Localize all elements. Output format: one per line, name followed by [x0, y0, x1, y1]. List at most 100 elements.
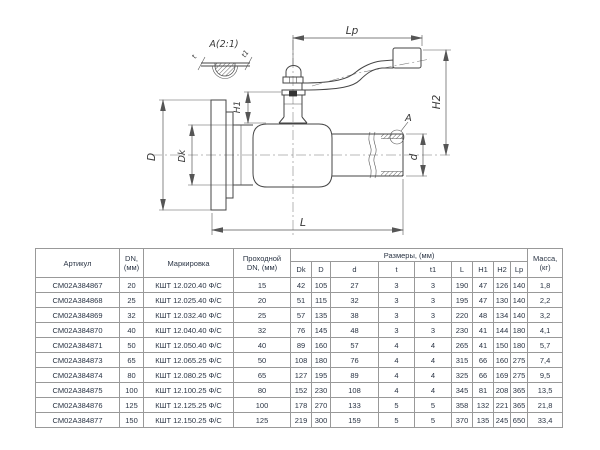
table-cell: 3 [378, 322, 415, 338]
table-cell: КШТ 12.025.40 Ф/С [143, 292, 234, 308]
table-cell: 57 [330, 337, 379, 353]
table-cell: 80 [119, 367, 144, 383]
detail-view-title: A(2:1) [208, 39, 238, 50]
col-header-dk: Dk [290, 261, 312, 278]
section-callout-a: A [389, 113, 412, 145]
table-cell: 195 [451, 292, 473, 308]
table-cell: 221 [493, 397, 511, 413]
table-cell: КШТ 12.040.40 Ф/С [143, 322, 234, 338]
table-cell: 108 [330, 382, 379, 398]
col-header-dn: DN, (мм) [119, 248, 144, 278]
table-cell: 5 [378, 397, 415, 413]
dimension-l: L [211, 179, 404, 235]
table-cell: КШТ 12.065.25 Ф/С [143, 352, 234, 368]
table-cell: 230 [311, 382, 331, 398]
table-cell: 20 [119, 277, 144, 293]
table-cell: КШТ 12.150.25 Ф/С [143, 412, 234, 428]
table-cell: 178 [290, 397, 312, 413]
table-cell: 15 [233, 277, 291, 293]
table-cell: 270 [311, 397, 331, 413]
table-cell: 4,1 [527, 322, 564, 338]
table-cell: 144 [493, 322, 511, 338]
table-cell: 40 [233, 337, 291, 353]
table-cell: 81 [472, 382, 494, 398]
table-cell: 365 [509, 397, 529, 413]
pipe-break-line [368, 131, 372, 179]
table-cell: 89 [330, 367, 379, 383]
table-cell: 51 [290, 292, 312, 308]
table-cell: КШТ 12.100.25 Ф/С [143, 382, 234, 398]
col-header-t1: t1 [414, 261, 452, 278]
table-cell: 145 [311, 322, 331, 338]
col-header-h1: H1 [472, 261, 494, 278]
t-dim-label: t [190, 53, 198, 60]
table-cell: 7,4 [527, 352, 564, 368]
col-header-t: t [378, 261, 415, 278]
valve-body [252, 123, 333, 188]
dimension-d-flange: D [146, 99, 211, 211]
table-cell: CM02A384868 [35, 292, 120, 308]
table-cell: CM02A384871 [35, 337, 120, 353]
table-cell: 4 [378, 382, 415, 398]
h1-dim-label: H1 [233, 101, 243, 114]
col-header-d-big: D [311, 261, 331, 278]
table-cell: 27 [330, 277, 379, 293]
table-cell: 208 [493, 382, 511, 398]
table-cell: 32 [119, 307, 144, 323]
table-cell: 127 [290, 367, 312, 383]
dimension-h2: H2 [423, 49, 451, 156]
table-cell: 365 [509, 382, 529, 398]
table-cell: 76 [330, 352, 379, 368]
table-cell: 315 [451, 352, 473, 368]
dimension-dk: Dk [177, 124, 236, 186]
table-cell: 66 [472, 367, 494, 383]
handle-grip [392, 47, 422, 69]
table-cell: 41 [472, 337, 494, 353]
table-cell: 132 [472, 397, 494, 413]
table-cell: CM02A384874 [35, 367, 120, 383]
table-cell: 130 [493, 292, 511, 308]
table-cell: 5 [414, 412, 452, 428]
table-cell: 80 [233, 382, 291, 398]
col-header-l: L [451, 261, 473, 278]
table-cell: 4 [378, 337, 415, 353]
col-header-marking: Маркировка [143, 248, 234, 278]
table-cell: 40 [119, 322, 144, 338]
dimension-d-pipe: d [406, 133, 427, 177]
table-cell: 108 [290, 352, 312, 368]
table-cell: 650 [509, 412, 529, 428]
table-cell: 47 [472, 277, 494, 293]
specification-table: Артикул DN, (мм) Маркировка Проходной DN… [35, 248, 564, 428]
col-header-d-small: d [330, 261, 379, 278]
valve-technical-drawing: Lp H2 H1 D Dk d [146, 25, 452, 238]
table-cell: 3 [378, 277, 415, 293]
table-cell: 300 [311, 412, 331, 428]
lp-dim-label: Lp [346, 25, 359, 37]
table-cell: 4 [414, 337, 452, 353]
table-cell: 150 [493, 337, 511, 353]
table-cell: 275 [509, 352, 529, 368]
table-cell: 358 [451, 397, 473, 413]
table-cell: 25 [119, 292, 144, 308]
table-cell: 105 [311, 277, 331, 293]
table-cell: 5 [378, 412, 415, 428]
table-cell: 100 [119, 382, 144, 398]
stem-assembly [278, 65, 308, 124]
table-cell: CM02A384876 [35, 397, 120, 413]
table-cell: CM02A384875 [35, 382, 120, 398]
table-cell: 48 [472, 307, 494, 323]
table-cell: 160 [311, 337, 331, 353]
table-cell: 38 [330, 307, 379, 323]
table-cell: 3 [414, 322, 452, 338]
col-header-h2: H2 [493, 261, 511, 278]
table-cell: 152 [290, 382, 312, 398]
table-cell: 265 [451, 337, 473, 353]
table-cell: 150 [119, 412, 144, 428]
table-cell: КШТ 12.020.40 Ф/С [143, 277, 234, 293]
table-cell: 345 [451, 382, 473, 398]
table-cell: 3 [414, 292, 452, 308]
table-cell: 133 [330, 397, 379, 413]
